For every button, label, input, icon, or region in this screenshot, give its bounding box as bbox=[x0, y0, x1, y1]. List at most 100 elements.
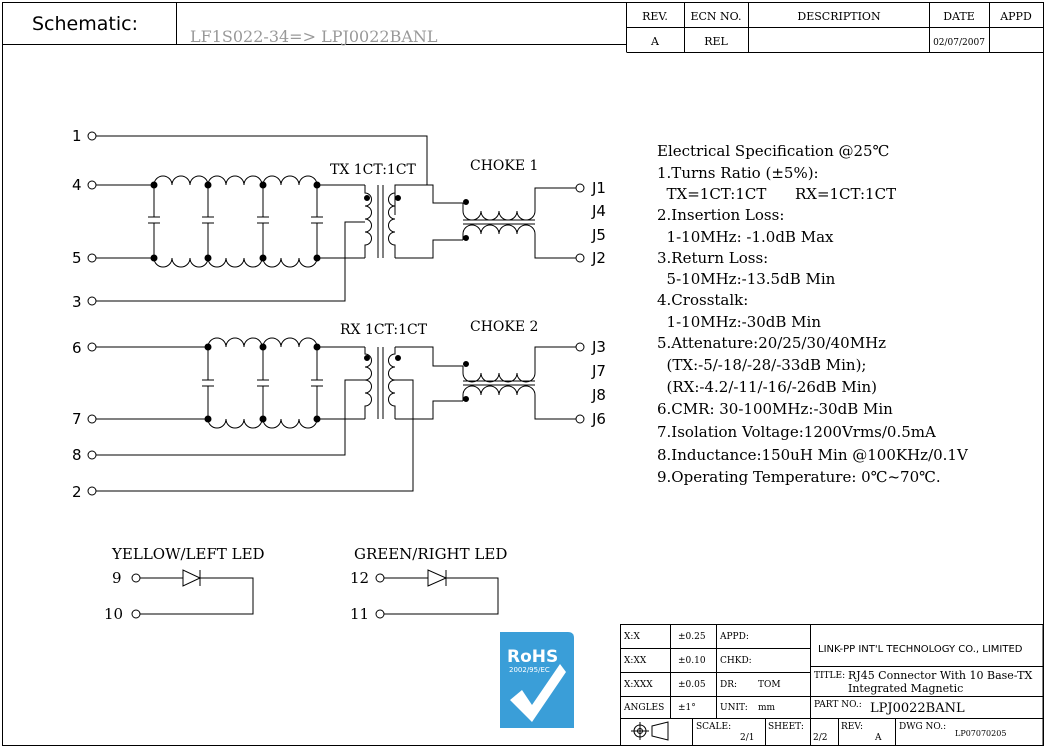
spec-line: 8.Inductance:150uH Min @100KHz/0.1V bbox=[657, 446, 969, 464]
pin-7-label: 7 bbox=[72, 410, 82, 428]
tol-x-label: X:X bbox=[624, 632, 640, 642]
header: Schematic: LF1S022-34=> LPJ0022BANL bbox=[2, 2, 627, 52]
date-value: 02/07/2007 bbox=[933, 38, 985, 48]
pin-8-label: 8 bbox=[72, 446, 82, 464]
rev-header: REV. bbox=[642, 10, 668, 23]
title-block: X:X ±0.25 X:XX ±0.10 X:XXX ±0.05 ANGLES … bbox=[620, 624, 1044, 746]
spec-line: 4.Crosstalk: bbox=[657, 291, 748, 309]
rohs-title: RoHS bbox=[507, 647, 558, 667]
jack-j8-label: J8 bbox=[591, 386, 606, 404]
green-led: GREEN/RIGHT LED 12 11 bbox=[350, 545, 507, 623]
spec-line: 6.CMR: 30-100MHz:-30dB Min bbox=[657, 400, 893, 418]
pin-6-label: 6 bbox=[72, 339, 82, 357]
scale-value: 2/1 bbox=[740, 733, 754, 743]
angles-label: ANGLES bbox=[623, 703, 664, 713]
projection-symbol-icon bbox=[631, 721, 669, 741]
rx-circuit: 6 7 8 2 RX 1CT:1CT bbox=[72, 319, 606, 501]
jack-j5-label: J5 bbox=[591, 226, 606, 244]
jack-j6-terminal bbox=[575, 414, 585, 424]
spec-title: Electrical Specification @25℃ bbox=[657, 142, 889, 160]
choke-1-label: CHOKE 1 bbox=[470, 158, 538, 174]
rohs-badge: RoHS 2002/95/EC bbox=[500, 632, 574, 728]
tx-circuit: 1 4 5 3 bbox=[72, 127, 606, 311]
pin-9-label: 9 bbox=[112, 569, 122, 587]
appd-label: APPD: bbox=[719, 632, 749, 642]
description-header: DESCRIPTION bbox=[797, 10, 881, 23]
jack-j3-label: J3 bbox=[591, 338, 606, 356]
pin-6-terminal bbox=[87, 342, 97, 352]
rohs-subtitle: 2002/95/EC bbox=[509, 666, 550, 674]
pin-11-label: 11 bbox=[350, 605, 369, 623]
chkd-label: CHKD: bbox=[720, 656, 752, 666]
spec-line: 5-10MHz:-13.5dB Min bbox=[657, 270, 836, 288]
spec-line: 1-10MHz: -1.0dB Max bbox=[657, 228, 834, 246]
ecn-value: REL bbox=[704, 35, 728, 48]
tol-x-value: ±0.25 bbox=[678, 632, 706, 642]
jack-j4-label: J4 bbox=[591, 202, 606, 220]
dwg-no-value: LP07070205 bbox=[955, 729, 1006, 738]
date-header: DATE bbox=[943, 10, 975, 23]
title-line-2: Integrated Magnetic bbox=[848, 682, 963, 695]
dr-value: TOM bbox=[758, 680, 781, 690]
rev-value: A bbox=[650, 35, 660, 48]
jack-j1-label: J1 bbox=[591, 179, 606, 197]
title-line-1: RJ45 Connector With 10 Base-TX bbox=[848, 669, 1032, 682]
angles-value: ±1° bbox=[678, 703, 696, 713]
part-mapping: LF1S022-34=> LPJ0022BANL bbox=[190, 27, 438, 46]
part-no-label: PART NO.: bbox=[814, 700, 862, 710]
tol-xxx-value: ±0.05 bbox=[678, 680, 706, 690]
pin-12-label: 12 bbox=[350, 569, 369, 587]
green-led-label: GREEN/RIGHT LED bbox=[354, 545, 507, 563]
spec-line: 1.Turns Ratio (±5%): bbox=[657, 164, 819, 182]
pin-8-terminal bbox=[87, 450, 97, 460]
unit-label: UNIT: bbox=[720, 703, 748, 713]
spec-line: (TX:-5/-18/-28/-33dB Min); bbox=[657, 356, 866, 374]
pin-3-terminal bbox=[87, 296, 97, 306]
jack-j2-label: J2 bbox=[591, 249, 606, 267]
spec-line: 5.Attenature:20/25/30/40MHz bbox=[657, 334, 886, 352]
appd-header: APPD bbox=[999, 10, 1032, 23]
jack-j3-terminal bbox=[575, 342, 585, 352]
dr-label: DR: bbox=[720, 680, 737, 690]
title-label: TITLE: bbox=[814, 671, 845, 681]
rev-value-block: A bbox=[874, 733, 882, 743]
tol-xx-value: ±0.10 bbox=[678, 656, 706, 666]
tx-transformer-label: TX 1CT:1CT bbox=[330, 162, 417, 178]
pin-2-terminal bbox=[87, 486, 97, 496]
pin-5-label: 5 bbox=[72, 249, 82, 267]
jack-j2-terminal bbox=[575, 253, 585, 263]
yellow-led: YELLOW/LEFT LED 9 10 bbox=[104, 545, 265, 623]
spec-line: (RX:-4.2/-11/-16/-26dB Min) bbox=[657, 378, 877, 396]
rev-label: REV: bbox=[841, 722, 863, 732]
scale-label: SCALE: bbox=[696, 722, 731, 732]
spec-line: 3.Return Loss: bbox=[657, 249, 768, 267]
tol-xxx-label: X:XXX bbox=[624, 680, 653, 690]
pin-3-label: 3 bbox=[72, 293, 82, 311]
tol-xx-label: X:XX bbox=[624, 656, 647, 666]
pin-4-terminal bbox=[87, 180, 97, 190]
pin-4-label: 4 bbox=[72, 176, 82, 194]
yellow-led-label: YELLOW/LEFT LED bbox=[111, 545, 265, 563]
rx-transformer-label: RX 1CT:1CT bbox=[340, 322, 428, 338]
schematic-label: Schematic: bbox=[32, 13, 138, 35]
spec-line: 7.Isolation Voltage:1200Vrms/0.5mA bbox=[657, 423, 936, 441]
pin-2-label: 2 bbox=[72, 483, 82, 501]
jack-j7-label: J7 bbox=[591, 362, 606, 380]
pin-1-label: 1 bbox=[72, 127, 82, 145]
choke-2-label: CHOKE 2 bbox=[470, 319, 538, 335]
pin-1-terminal bbox=[87, 131, 97, 141]
sheet-label: SHEET: bbox=[768, 722, 804, 732]
revision-table: REV. ECN NO. DESCRIPTION DATE APPD A REL… bbox=[626, 2, 1043, 53]
pin-10-label: 10 bbox=[104, 605, 123, 623]
unit-value: mm bbox=[758, 703, 776, 713]
sheet-value: 2/2 bbox=[813, 733, 827, 743]
spec-line: 2.Insertion Loss: bbox=[657, 206, 784, 224]
spec-line: 9.Operating Temperature: 0℃~70℃. bbox=[657, 468, 941, 486]
ecn-header: ECN NO. bbox=[690, 10, 741, 23]
electrical-specification: Electrical Specification @25℃ 1.Turns Ra… bbox=[657, 142, 969, 486]
part-no-value: LPJ0022BANL bbox=[870, 701, 965, 716]
jack-j1-terminal bbox=[575, 183, 585, 193]
pin-5-terminal bbox=[87, 253, 97, 263]
